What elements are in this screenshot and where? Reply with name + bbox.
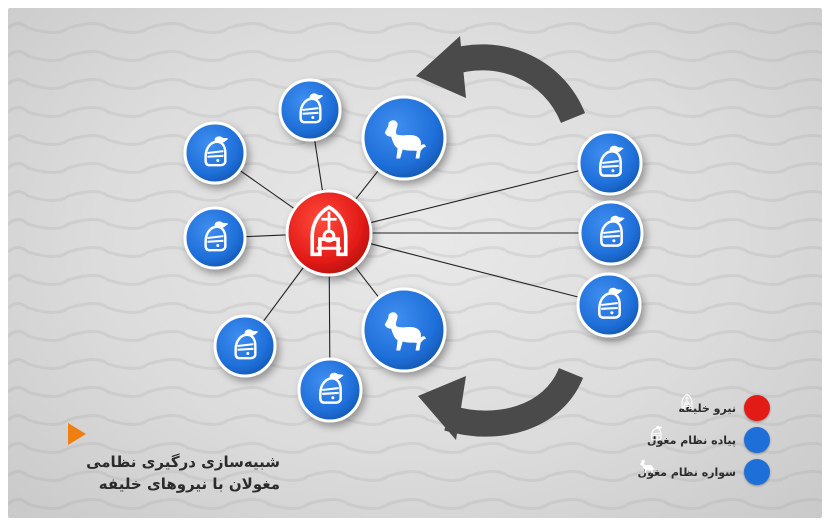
infantry-unit-8: [578, 200, 644, 266]
caption-marker-icon: [68, 423, 86, 445]
link-cavalry-6: [350, 261, 380, 298]
legend-item-infantry: پیاده نظام مغول: [647, 425, 770, 455]
link-infantry-4: [325, 268, 334, 360]
link-infantry-7: [363, 169, 581, 227]
link-infantry-1: [314, 139, 327, 198]
caliph-force-node: [285, 189, 373, 277]
legend-item-caliph: نیرو خلیفه: [678, 393, 770, 423]
knight-helmet-icon: [744, 427, 770, 453]
diagram-panel: شبیه‌سازی درگیری نظامی مغولان با نیروهای…: [8, 8, 822, 518]
helmet-crest-icon: [744, 395, 770, 421]
flow-arrow-bottom: [418, 367, 584, 440]
infantry-unit-1: [278, 78, 342, 142]
horse-icon: [744, 459, 770, 485]
battle-diagram: [8, 22, 822, 510]
cavalry-unit-6: [361, 287, 447, 373]
legend-item-cavalry: سواره نظام مغول: [638, 457, 770, 487]
infantry-unit-3: [213, 314, 277, 378]
link-infantry-3: [262, 261, 308, 323]
infantry-unit-2: [183, 206, 247, 270]
connection-lines: [239, 139, 581, 360]
legend-label-cavalry: سواره نظام مغول: [637, 465, 736, 479]
infantry-unit-0: [183, 121, 247, 185]
infantry-unit-4: [297, 357, 363, 423]
flow-arrow-top: [416, 36, 586, 124]
link-infantry-0: [239, 169, 300, 213]
unit-nodes: [183, 78, 644, 423]
link-infantry-2: [244, 231, 294, 239]
diagram-caption: شبیه‌سازی درگیری نظامی مغولان با نیروهای…: [70, 451, 280, 495]
infantry-unit-9: [576, 272, 642, 338]
link-infantry-9: [363, 240, 580, 298]
caption-line-2: مغولان با نیروهای خلیفه: [98, 475, 280, 493]
link-cavalry-5: [351, 169, 380, 205]
cavalry-unit-5: [361, 95, 447, 181]
infantry-unit-7: [577, 130, 643, 196]
legend-label-infantry: پیاده نظام مغول: [646, 433, 736, 447]
caption-line-1: شبیه‌سازی درگیری نظامی: [86, 453, 280, 471]
